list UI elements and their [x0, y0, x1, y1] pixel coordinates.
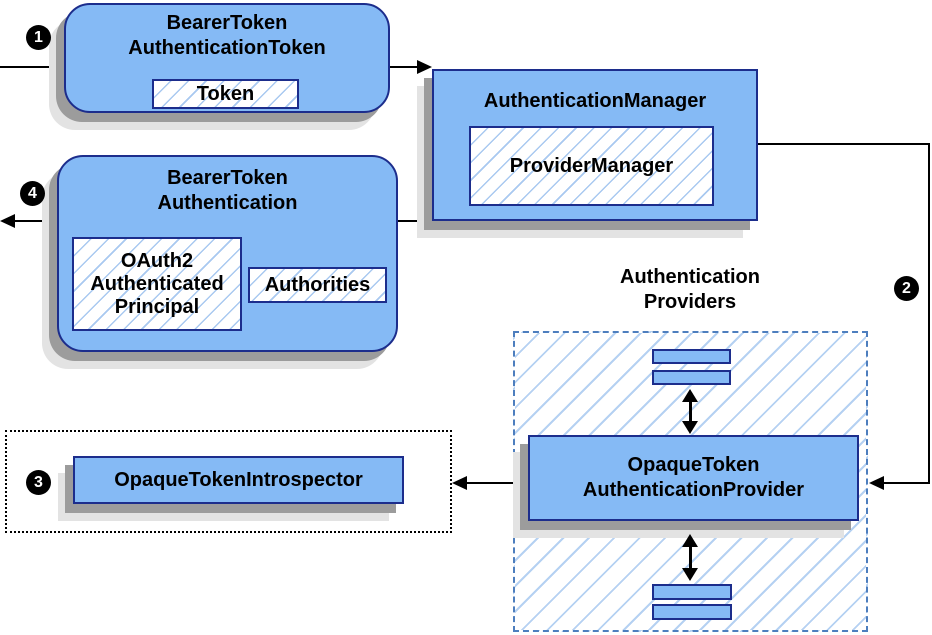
- bearer-token-authentication-title: BearerToken Authentication: [157, 167, 298, 214]
- oauth2-authenticated-principal-label: OAuth2 Authenticated Principal: [90, 249, 224, 318]
- line-authentication-to-manager: [398, 220, 434, 222]
- authorities-chip: Authorities: [248, 267, 387, 303]
- provider-list-bar: [652, 370, 731, 385]
- step1-badge: 1: [26, 25, 51, 50]
- token-chip: Token: [152, 79, 299, 109]
- provider-list-bar: [652, 604, 732, 620]
- double-arrow-top-icon: [682, 389, 698, 434]
- arrow-provider-to-introspector-line: [466, 482, 528, 484]
- step4-badge: 4: [20, 181, 45, 206]
- opaque-token-authentication-provider-node: OpaqueToken AuthenticationProvider: [528, 435, 859, 521]
- arrowhead-left-icon: [0, 214, 15, 228]
- authentication-providers-label: Authentication Providers: [620, 266, 760, 313]
- introspector-container: [5, 430, 452, 533]
- arrow-authentication-out-line: [15, 220, 59, 222]
- arrowhead-left-icon: [869, 476, 884, 490]
- arrow-manager-to-provider-vertical-line: [928, 143, 930, 484]
- arrow-token-to-manager-line: [390, 66, 420, 68]
- opaque-token-authentication-provider-title: OpaqueToken AuthenticationProvider: [582, 454, 805, 501]
- arrow-manager-to-provider-top-line: [757, 143, 930, 145]
- bearer-token-authentication-token-node: BearerToken AuthenticationToken Token: [64, 3, 390, 113]
- bearer-token-authentication-token-title: BearerToken AuthenticationToken: [128, 12, 326, 59]
- bearer-token-authentication-node: BearerToken Authentication OAuth2 Authen…: [57, 155, 398, 352]
- provider-manager-label: ProviderManager: [509, 154, 674, 177]
- arrow-manager-to-provider-bottom-line: [883, 482, 930, 484]
- provider-list-bar: [652, 349, 731, 364]
- double-arrow-bottom-icon: [682, 534, 698, 581]
- step2-badge: 2: [894, 276, 919, 301]
- step3-badge: 3: [26, 470, 51, 495]
- opaque-token-introspector-node: OpaqueTokenIntrospector: [73, 456, 404, 504]
- authentication-manager-title: AuthenticationManager: [483, 90, 707, 112]
- arrowhead-left-icon: [452, 476, 467, 490]
- arrowhead-right-icon: [417, 60, 432, 74]
- token-label: Token: [196, 82, 255, 105]
- authorities-label: Authorities: [264, 273, 371, 296]
- provider-list-bar: [652, 584, 732, 600]
- oauth2-authenticated-principal-chip: OAuth2 Authenticated Principal: [72, 237, 242, 331]
- opaque-token-introspector-title: OpaqueTokenIntrospector: [114, 468, 363, 491]
- incoming-request-line: [0, 66, 64, 68]
- provider-manager-chip: ProviderManager: [469, 126, 714, 206]
- authentication-manager-node: AuthenticationManager ProviderManager: [432, 69, 758, 221]
